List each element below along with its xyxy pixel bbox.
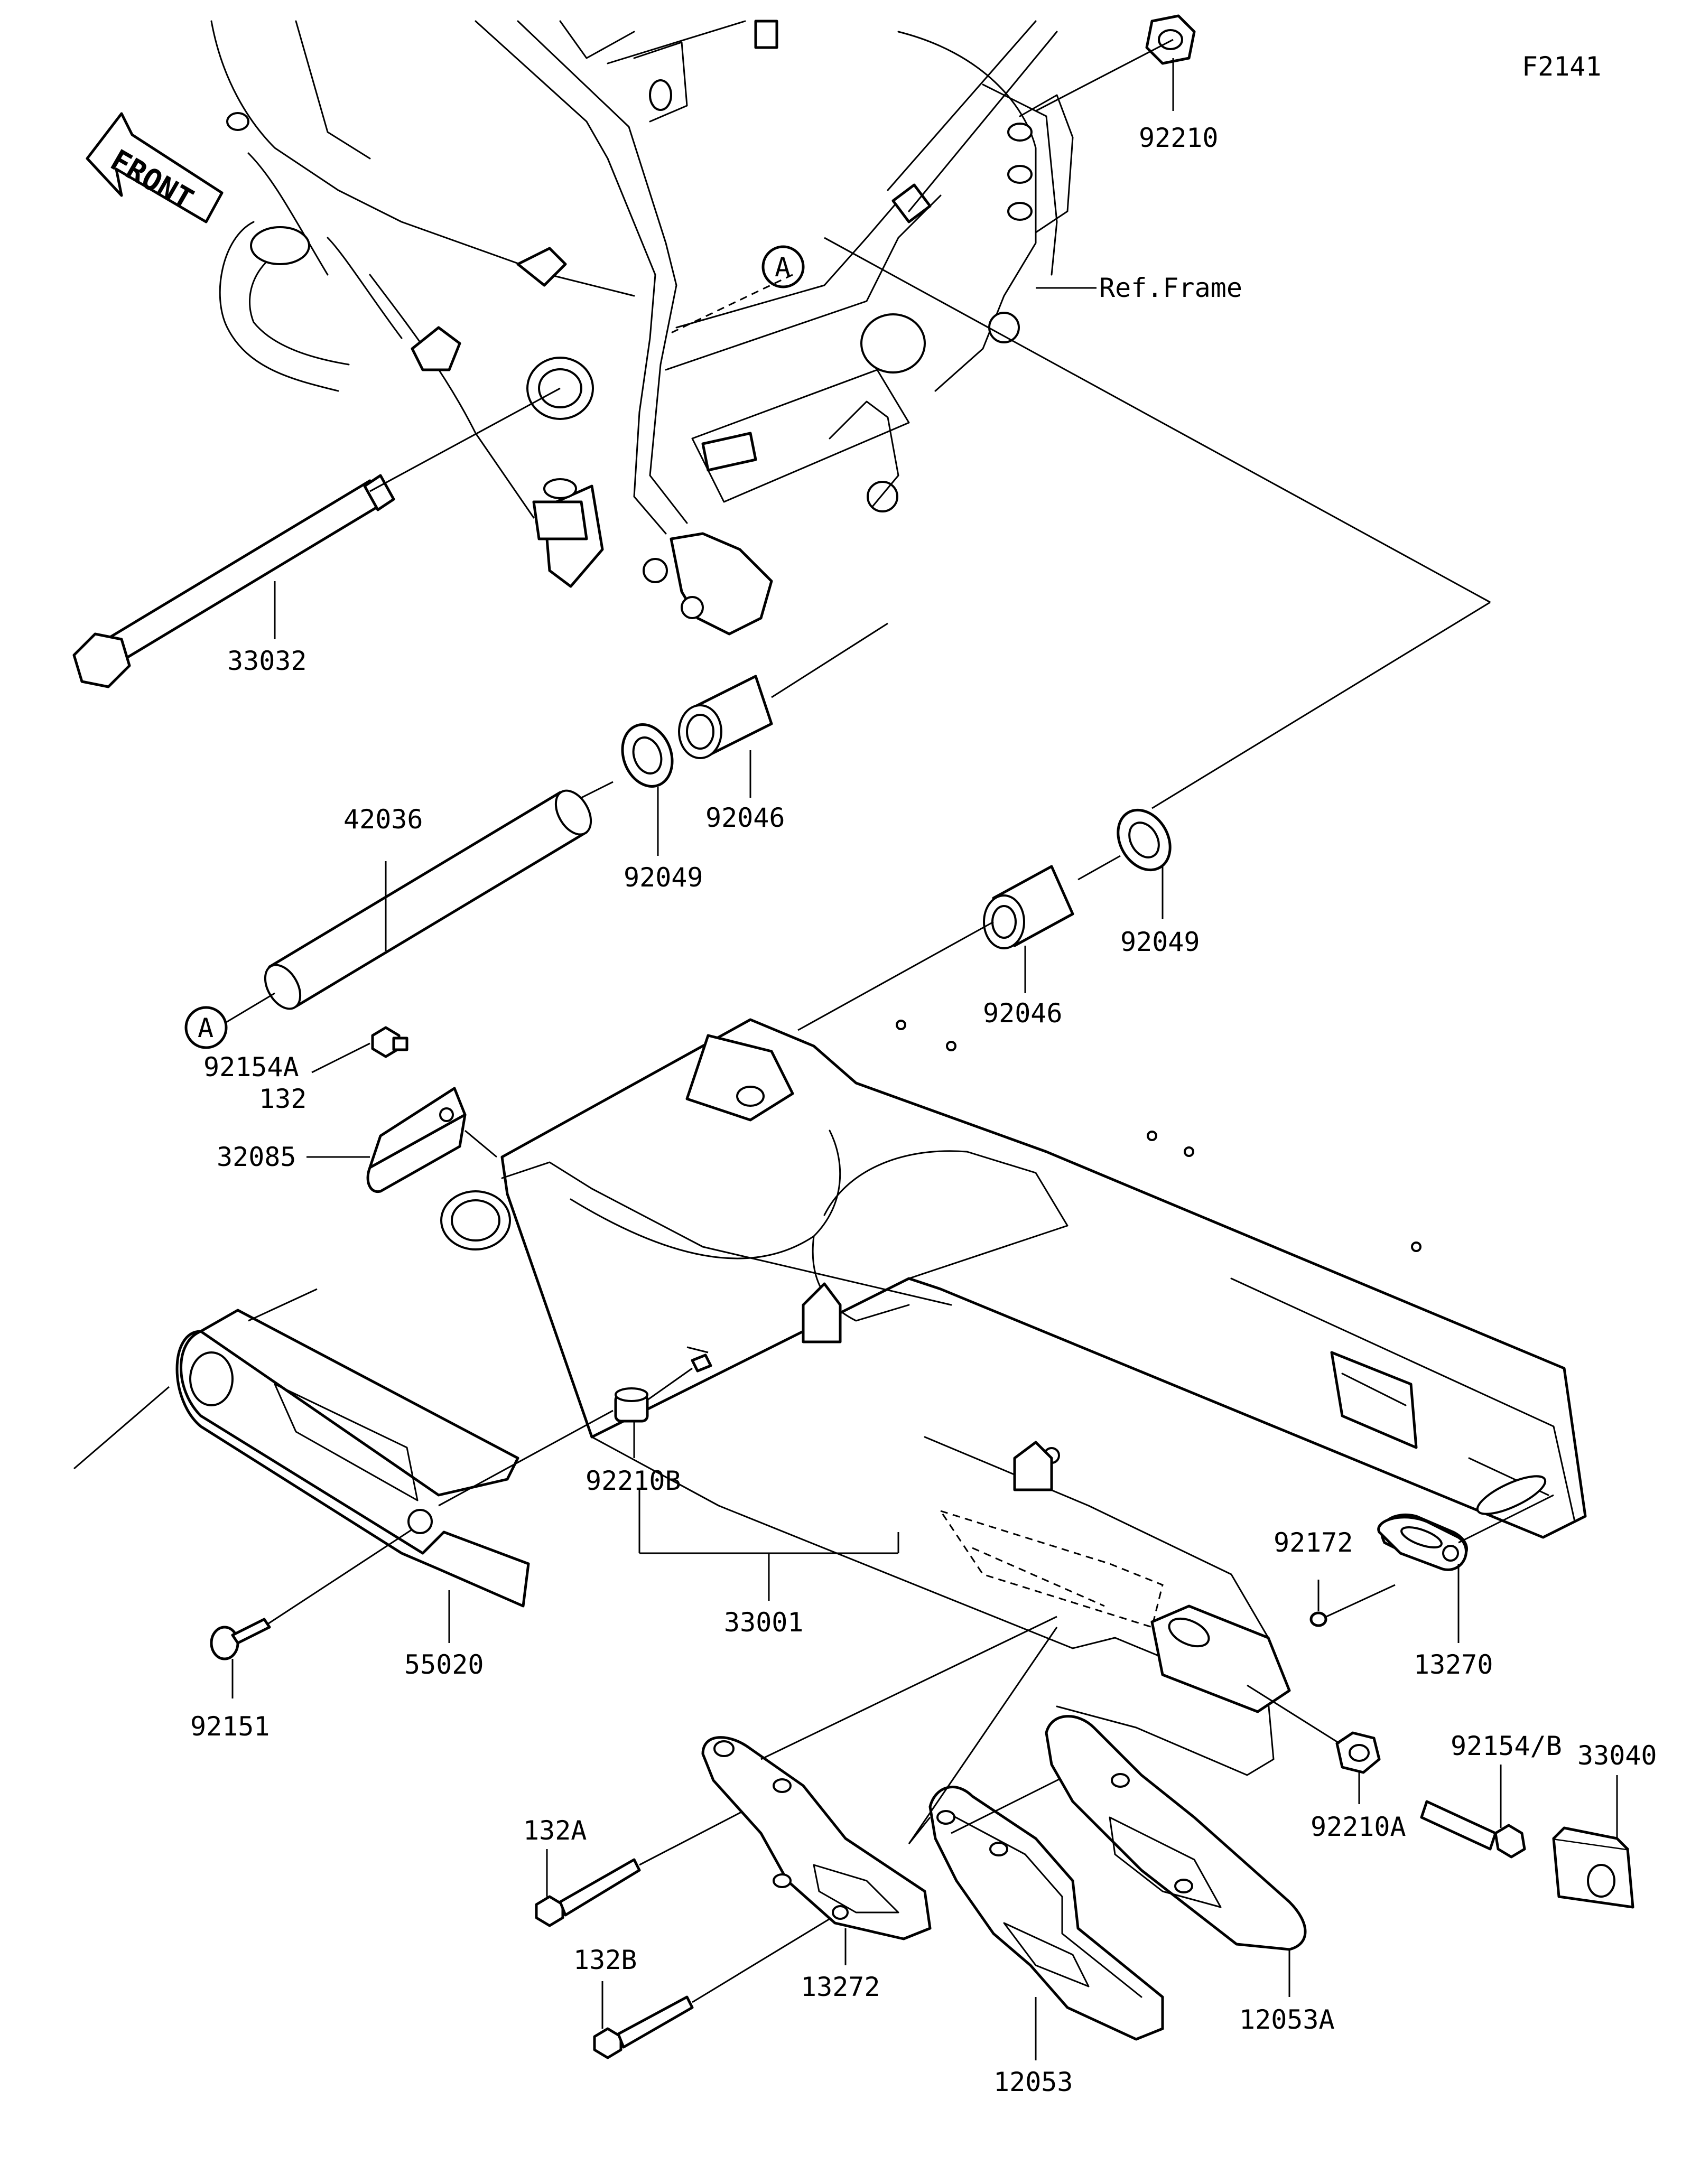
part-label-92046-upper: 92046 <box>705 802 785 833</box>
swingarm-bracket-lines <box>638 1490 899 1601</box>
part-92172-screw <box>1309 1580 1396 1627</box>
part-13270-plate <box>1377 1494 1554 1643</box>
part-92046-bearing-upper <box>678 622 888 798</box>
part-label-13272: 13272 <box>801 1972 880 2002</box>
leader-line <box>824 237 1491 603</box>
part-92049-seal-upper <box>570 723 674 856</box>
part-label-12053a: 12053A <box>1239 2004 1335 2035</box>
part-33040-clip <box>1552 1775 1634 1909</box>
part-55020-chain-slider <box>73 1288 614 1643</box>
part-label-92046-right: 92046 <box>983 998 1063 1029</box>
svg-text:A: A <box>775 252 791 283</box>
part-label-92049-upper: 92049 <box>624 862 703 893</box>
part-132a-bolt <box>535 1790 783 1927</box>
part-92046-bearing-right <box>797 865 1074 1031</box>
part-92210-nut <box>1035 14 1196 112</box>
part-12053a-guide-block <box>1045 1715 1307 1997</box>
part-label-132b: 132B <box>573 1945 637 1975</box>
part-label-92151: 92151 <box>190 1711 270 1742</box>
ref-marker-a-frame: A <box>671 245 805 334</box>
part-label-33032: 33032 <box>227 646 307 676</box>
diagram-code: F2141 <box>1522 51 1602 82</box>
part-label-12053: 12053 <box>993 2067 1073 2097</box>
part-32085-bracket <box>306 1087 497 1193</box>
part-92049-seal-right <box>1077 808 1172 919</box>
part-label-92210b: 92210B <box>586 1466 681 1496</box>
part-92154b-bolt <box>1420 1765 1526 1859</box>
part-label-92210a: 92210A <box>1311 1812 1406 1842</box>
part-132b-bolt <box>593 1911 841 2059</box>
part-33032-pivot-bolt <box>72 387 561 688</box>
part-92154a-bolt <box>311 1026 408 1074</box>
part-13272-guard-plate <box>701 1616 1057 1965</box>
part-92210a-nut <box>1247 1684 1381 1804</box>
part-label-32085: 32085 <box>217 1142 296 1172</box>
leader-line <box>1151 601 1491 809</box>
front-arrow-icon: FRONT <box>86 112 224 223</box>
part-92210b-collar <box>614 1354 712 1458</box>
part-label-55020: 55020 <box>404 1649 484 1680</box>
part-label-92210: 92210 <box>1139 123 1219 153</box>
part-12053-chain-guide <box>908 1627 1164 2060</box>
frame-drawing <box>210 20 1074 636</box>
part-label-92154b: 92154/B <box>1451 1731 1562 1761</box>
part-33001-swingarm <box>440 1018 1587 1776</box>
part-label-33040: 33040 <box>1577 1740 1657 1771</box>
svg-text:A: A <box>198 1013 213 1043</box>
part-label-92172: 92172 <box>1274 1527 1353 1558</box>
part-92151-bolt <box>210 1528 413 1698</box>
part-label-92049-right: 92049 <box>1120 927 1200 957</box>
part-label-42036: 42036 <box>343 804 423 835</box>
part-label-33001: 33001 <box>724 1607 804 1638</box>
part-label-13270: 13270 <box>1414 1649 1493 1680</box>
part-label-132a: 132A <box>523 1815 587 1846</box>
part-42036-sleeve <box>264 789 592 1010</box>
part-label-132: 132 <box>259 1084 306 1114</box>
ref-marker-a-sleeve: A <box>184 992 275 1049</box>
part-label-92154a: 92154A <box>203 1052 299 1082</box>
ref-frame-label: Ref.Frame <box>1099 273 1242 303</box>
